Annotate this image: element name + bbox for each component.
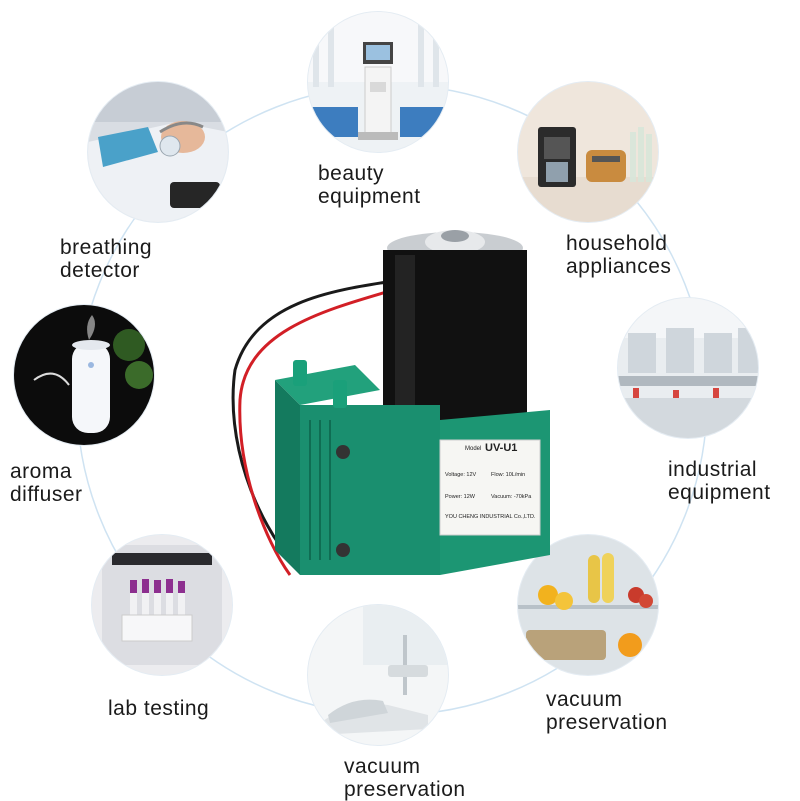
plate-model-value: UV-U1 (485, 442, 518, 454)
lab-testing-image (92, 535, 232, 675)
plate-voltage: Voltage: 12V (445, 472, 477, 478)
aroma-diffuser-image (14, 305, 154, 445)
household-appliances-image (518, 82, 658, 222)
beauty-equipment-image (308, 12, 448, 152)
vacuum-food-image (518, 535, 658, 675)
plate-power: Power: 12W (445, 494, 475, 500)
plate-vacuum: Vacuum: -70kPa (491, 494, 532, 500)
label-lab-testing: lab testing (108, 697, 210, 720)
vacuum-pump-image: Model UV-U1 Voltage: 12V Flow: 10L/min P… (215, 220, 560, 590)
plate-model-label: Model (465, 446, 482, 452)
vacuum-dental-image (308, 605, 448, 745)
breathing-detector-image (88, 82, 228, 222)
industrial-equipment-image (618, 298, 758, 438)
plate-flow: Flow: 10L/min (491, 472, 526, 478)
plate-maker: YOU CHENG INDUSTRIAL Co.,LTD. (445, 514, 536, 520)
pump-label-plate: Model UV-U1 Voltage: 12V Flow: 10L/min P… (443, 442, 538, 537)
